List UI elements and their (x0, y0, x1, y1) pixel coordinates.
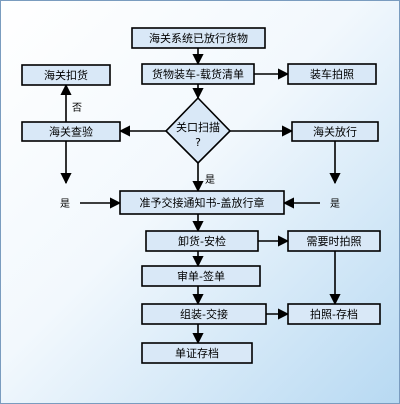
node-customs-detain-label: 海关扣货 (44, 68, 88, 82)
node-port-scan-label: 关口扫描 (176, 120, 220, 134)
node-photo-when-needed-label: 需要时拍照 (307, 234, 362, 248)
node-handover-notice-label: 准予交接通知书-盖放行章 (140, 196, 265, 210)
node-loading-cargo-list: 货物装车-载货清单 (141, 63, 255, 85)
node-customs-release: 海关放行 (291, 121, 379, 142)
edge-label-yes-left: 是 (60, 198, 70, 210)
node-customs-inspection: 海关查验 (21, 121, 121, 142)
node-port-scan-question: ? (195, 136, 201, 149)
node-photo-archive: 拍照-存档 (287, 303, 381, 325)
node-assemble-handover: 组装-交接 (141, 303, 267, 325)
node-unload-security: 卸货-安检 (145, 230, 259, 252)
node-customs-release-label: 海关放行 (313, 125, 357, 139)
node-customs-inspection-label: 海关查验 (49, 125, 93, 139)
node-review-sign-label: 审单-签单 (177, 269, 225, 283)
node-customs-system-release-label: 海关系统已放行货物 (149, 31, 248, 45)
node-loading-cargo-list-label: 货物装车-载货清单 (152, 67, 244, 81)
node-photo-archive-label: 拍照-存档 (310, 307, 358, 321)
node-customs-system-release: 海关系统已放行货物 (131, 27, 266, 49)
node-assemble-handover-label: 组装-交接 (180, 307, 228, 321)
edge-label-yes-diamond: 是 (205, 174, 215, 186)
node-unload-security-label: 卸货-安检 (178, 234, 226, 248)
edge-label-no: 否 (72, 102, 82, 114)
node-handover-notice: 准予交接通知书-盖放行章 (119, 190, 285, 215)
node-photo-when-needed: 需要时拍照 (287, 230, 381, 252)
node-loading-photo: 装车拍照 (287, 63, 377, 85)
node-loading-photo-label: 装车拍照 (310, 67, 354, 81)
edge-label-yes-right: 是 (330, 198, 340, 210)
node-customs-detain: 海关扣货 (21, 64, 111, 86)
node-document-archive-label: 单证存档 (175, 346, 219, 360)
node-port-scan-decision: 关口扫描 ? (164, 96, 232, 165)
node-review-sign: 审单-签单 (141, 265, 261, 287)
node-document-archive: 单证存档 (141, 342, 253, 364)
